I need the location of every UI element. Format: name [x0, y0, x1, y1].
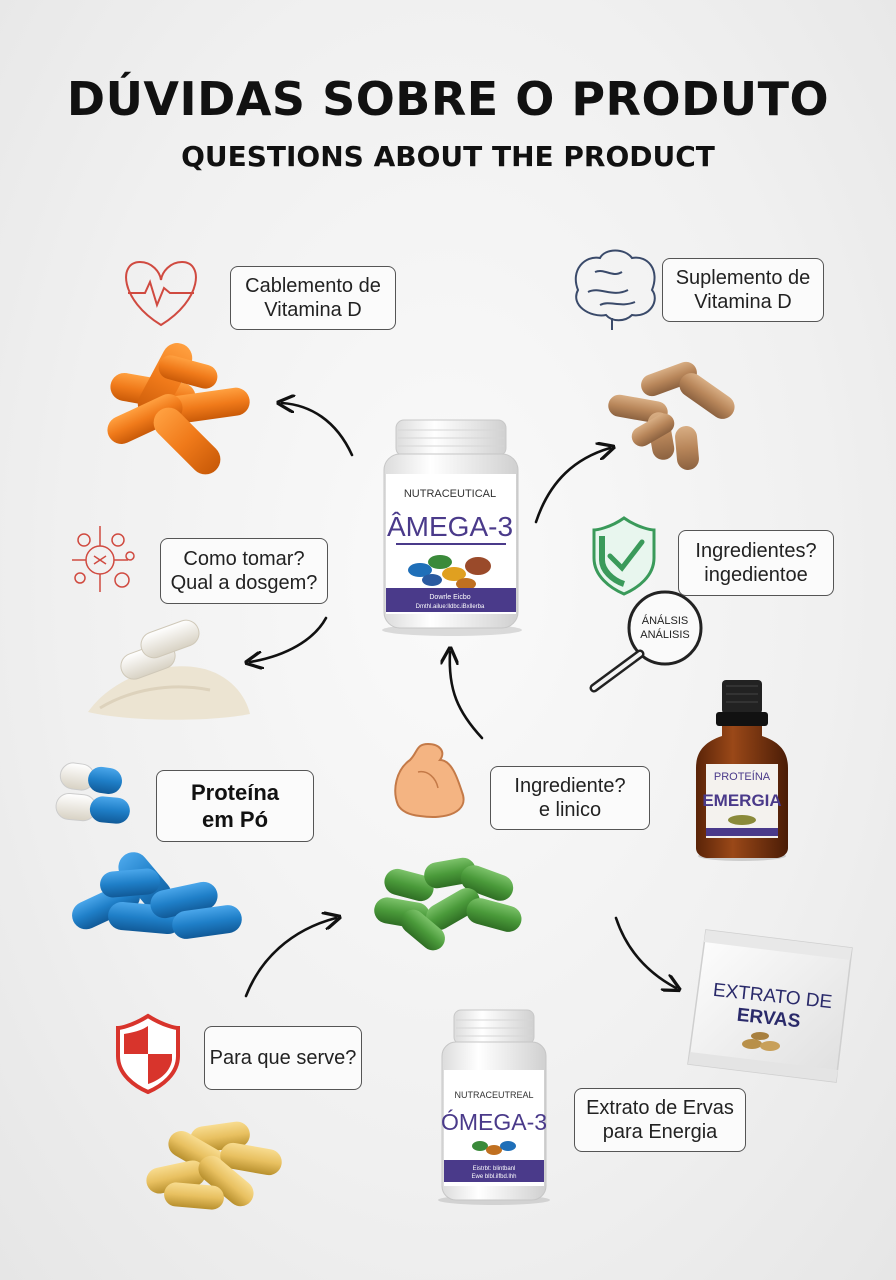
bubble-line: Como tomar?: [183, 548, 305, 570]
orange-capsules: [107, 343, 250, 475]
bubble-line: Extrato de Ervas: [586, 1097, 734, 1119]
bubble-cablemento-vitamina-d: Cablemento de Vitamina D: [230, 266, 396, 330]
bubble-line: para Energia: [602, 1121, 718, 1143]
arrow-to-orange-capsules: [282, 403, 354, 457]
shield-cross-icon: [116, 1013, 180, 1095]
magnifier-icon: ÁNÁLSIS ANÁLISIS: [589, 590, 703, 693]
arrow-to-main-jar: [450, 652, 484, 740]
arrow-to-green-capsules: [244, 918, 336, 998]
bubble-extrato-de-ervas: Extrato de Ervas para Energia: [574, 1088, 746, 1152]
bubble-ingredientes-mid: Ingrediente? e linico: [490, 766, 650, 830]
bubble-ingredientes-top: Ingredientes? ingedientoe: [678, 530, 834, 596]
bubble-para-que-serve: Para que serve?: [204, 1026, 362, 1090]
tan-capsules: [608, 361, 735, 470]
amber-dropper-bottle: PROTEÍNA EMERGIA: [696, 680, 788, 861]
flow-arrows: [244, 403, 676, 998]
bottom-supplement-jar: NUTRACEUTREAL ÓMEGA-3 Eistrbt: blintbanl…: [438, 1009, 550, 1205]
bubble-line: Cablemento de: [245, 275, 381, 297]
bubble-line: Ingredientes?: [695, 540, 817, 562]
bubble-proteina-em-po: Proteína em Pó: [156, 770, 314, 842]
magnifier-line2: ANÁLISIS: [640, 628, 690, 641]
heart-pulse-icon: [125, 260, 197, 327]
bubble-line: Para que serve?: [209, 1047, 357, 1069]
main-jar-band2: Dmthl.ailue:lldbc.iBxllerba: [416, 604, 485, 610]
page-title: DÚVIDAS SOBRE O PRODUTO: [66, 72, 830, 126]
arrow-to-powder: [250, 616, 328, 662]
blue-capsules: [72, 852, 242, 939]
powder-pile: [88, 619, 250, 720]
herbal-sachet: EXTRATO DE ERVAS: [687, 929, 853, 1083]
green-capsules: [374, 857, 522, 951]
bottom-jar-brand: NUTRACEUTREAL: [454, 1090, 533, 1100]
bubble-line: Proteína: [190, 780, 280, 805]
bubble-line: Ingrediente?: [514, 775, 626, 797]
bubble-como-tomar: Como tomar? Qual a dosgem?: [160, 538, 328, 604]
bottom-jar-band1: Eistrbt: blintbanl: [473, 1166, 516, 1172]
shield-check-icon: [592, 516, 656, 596]
bottle-label1: PROTEÍNA: [714, 770, 771, 783]
bottle-label2: EMERGIA: [702, 791, 781, 810]
muscle-arm-icon: [394, 742, 465, 818]
blue-white-capsules: [55, 762, 130, 824]
bubble-line: Vitamina D: [694, 291, 792, 313]
yellow-capsules: [146, 1121, 282, 1210]
arrow-to-sachet: [614, 916, 676, 988]
page-subtitle: QUESTIONS ABOUT THE PRODUCT: [181, 140, 715, 173]
bubble-suplemento-vitamina-d: Suplemento de Vitamina D: [662, 258, 824, 322]
bubble-line: Suplemento de: [675, 267, 811, 289]
bottom-jar-name: ÓMEGA-3: [441, 1109, 547, 1135]
magnifier-line1: ÁNÁLSIS: [642, 614, 688, 627]
bottom-jar-band2: Ewe blbl.ilfbd.lhh: [471, 1174, 516, 1180]
main-jar-band1: Dowrle Eicbo: [429, 594, 470, 601]
main-jar-brand: NUTRACEUTICAL: [404, 488, 496, 500]
bubble-line: em Pó: [201, 807, 269, 832]
arrow-to-tan-capsules: [534, 448, 610, 524]
bubble-line: Qual a dosgem?: [170, 572, 318, 594]
main-jar-name: ÂMEGA-3: [387, 511, 513, 542]
bubble-line: e linico: [538, 799, 602, 821]
main-supplement-jar: NUTRACEUTICAL ÂMEGA-3 Dowrle Eicbo Dmthl…: [382, 419, 522, 636]
brain-icon: [574, 249, 656, 330]
molecule-icon: [72, 526, 135, 592]
bubble-line: Vitamina D: [264, 299, 362, 321]
bubble-line: ingedientoe: [704, 564, 808, 586]
